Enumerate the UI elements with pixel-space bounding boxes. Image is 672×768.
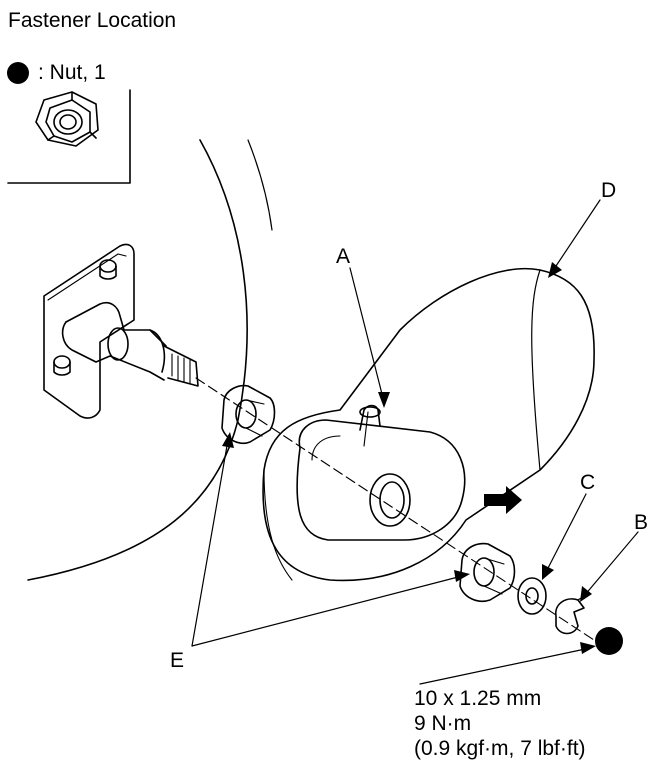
diagram-title: Fastener Location (8, 9, 177, 32)
assembly-axis-line (195, 377, 601, 645)
leader-d-head (548, 262, 562, 278)
leader-e-left (191, 439, 229, 647)
leader-a-head (378, 392, 390, 408)
spring-washer-b (555, 595, 585, 635)
direction-arrow-icon (484, 486, 522, 514)
body-panel-outline (27, 139, 273, 581)
legend-box (7, 62, 131, 184)
leader-a (349, 267, 385, 403)
leader-lines (191, 199, 639, 685)
callout-e: E (170, 649, 185, 672)
callout-b: B (634, 511, 649, 534)
leader-d (551, 199, 601, 273)
leader-b (583, 531, 639, 597)
spec-torque-alt: (0.9 kgf·m, 7 lbf·ft) (414, 737, 586, 760)
flange-nut-icon (35, 91, 99, 147)
callout-c: C (580, 471, 596, 494)
leader-spec (419, 647, 591, 685)
mirror-housing-d (262, 267, 595, 582)
legend-label: : Nut, 1 (38, 61, 106, 84)
callout-d: D (601, 179, 617, 202)
nut-symbol-icon (7, 62, 29, 84)
callout-a: A (336, 245, 351, 268)
washer-c (517, 577, 547, 615)
nut-marker-icon (595, 627, 623, 655)
leader-e-left-head (222, 432, 234, 448)
spec-torque-nm: 9 N·m (414, 712, 472, 735)
collar-e-right (459, 542, 516, 602)
leader-e-right (191, 575, 463, 647)
mirror-mount-bracket (43, 243, 199, 419)
leader-c (545, 493, 587, 573)
leader-b-head (580, 586, 592, 602)
leader-spec-head (580, 642, 596, 654)
leader-e-right-head (454, 570, 470, 582)
leader-c-head (542, 564, 554, 580)
spec-thread-size: 10 x 1.25 mm (414, 687, 542, 710)
